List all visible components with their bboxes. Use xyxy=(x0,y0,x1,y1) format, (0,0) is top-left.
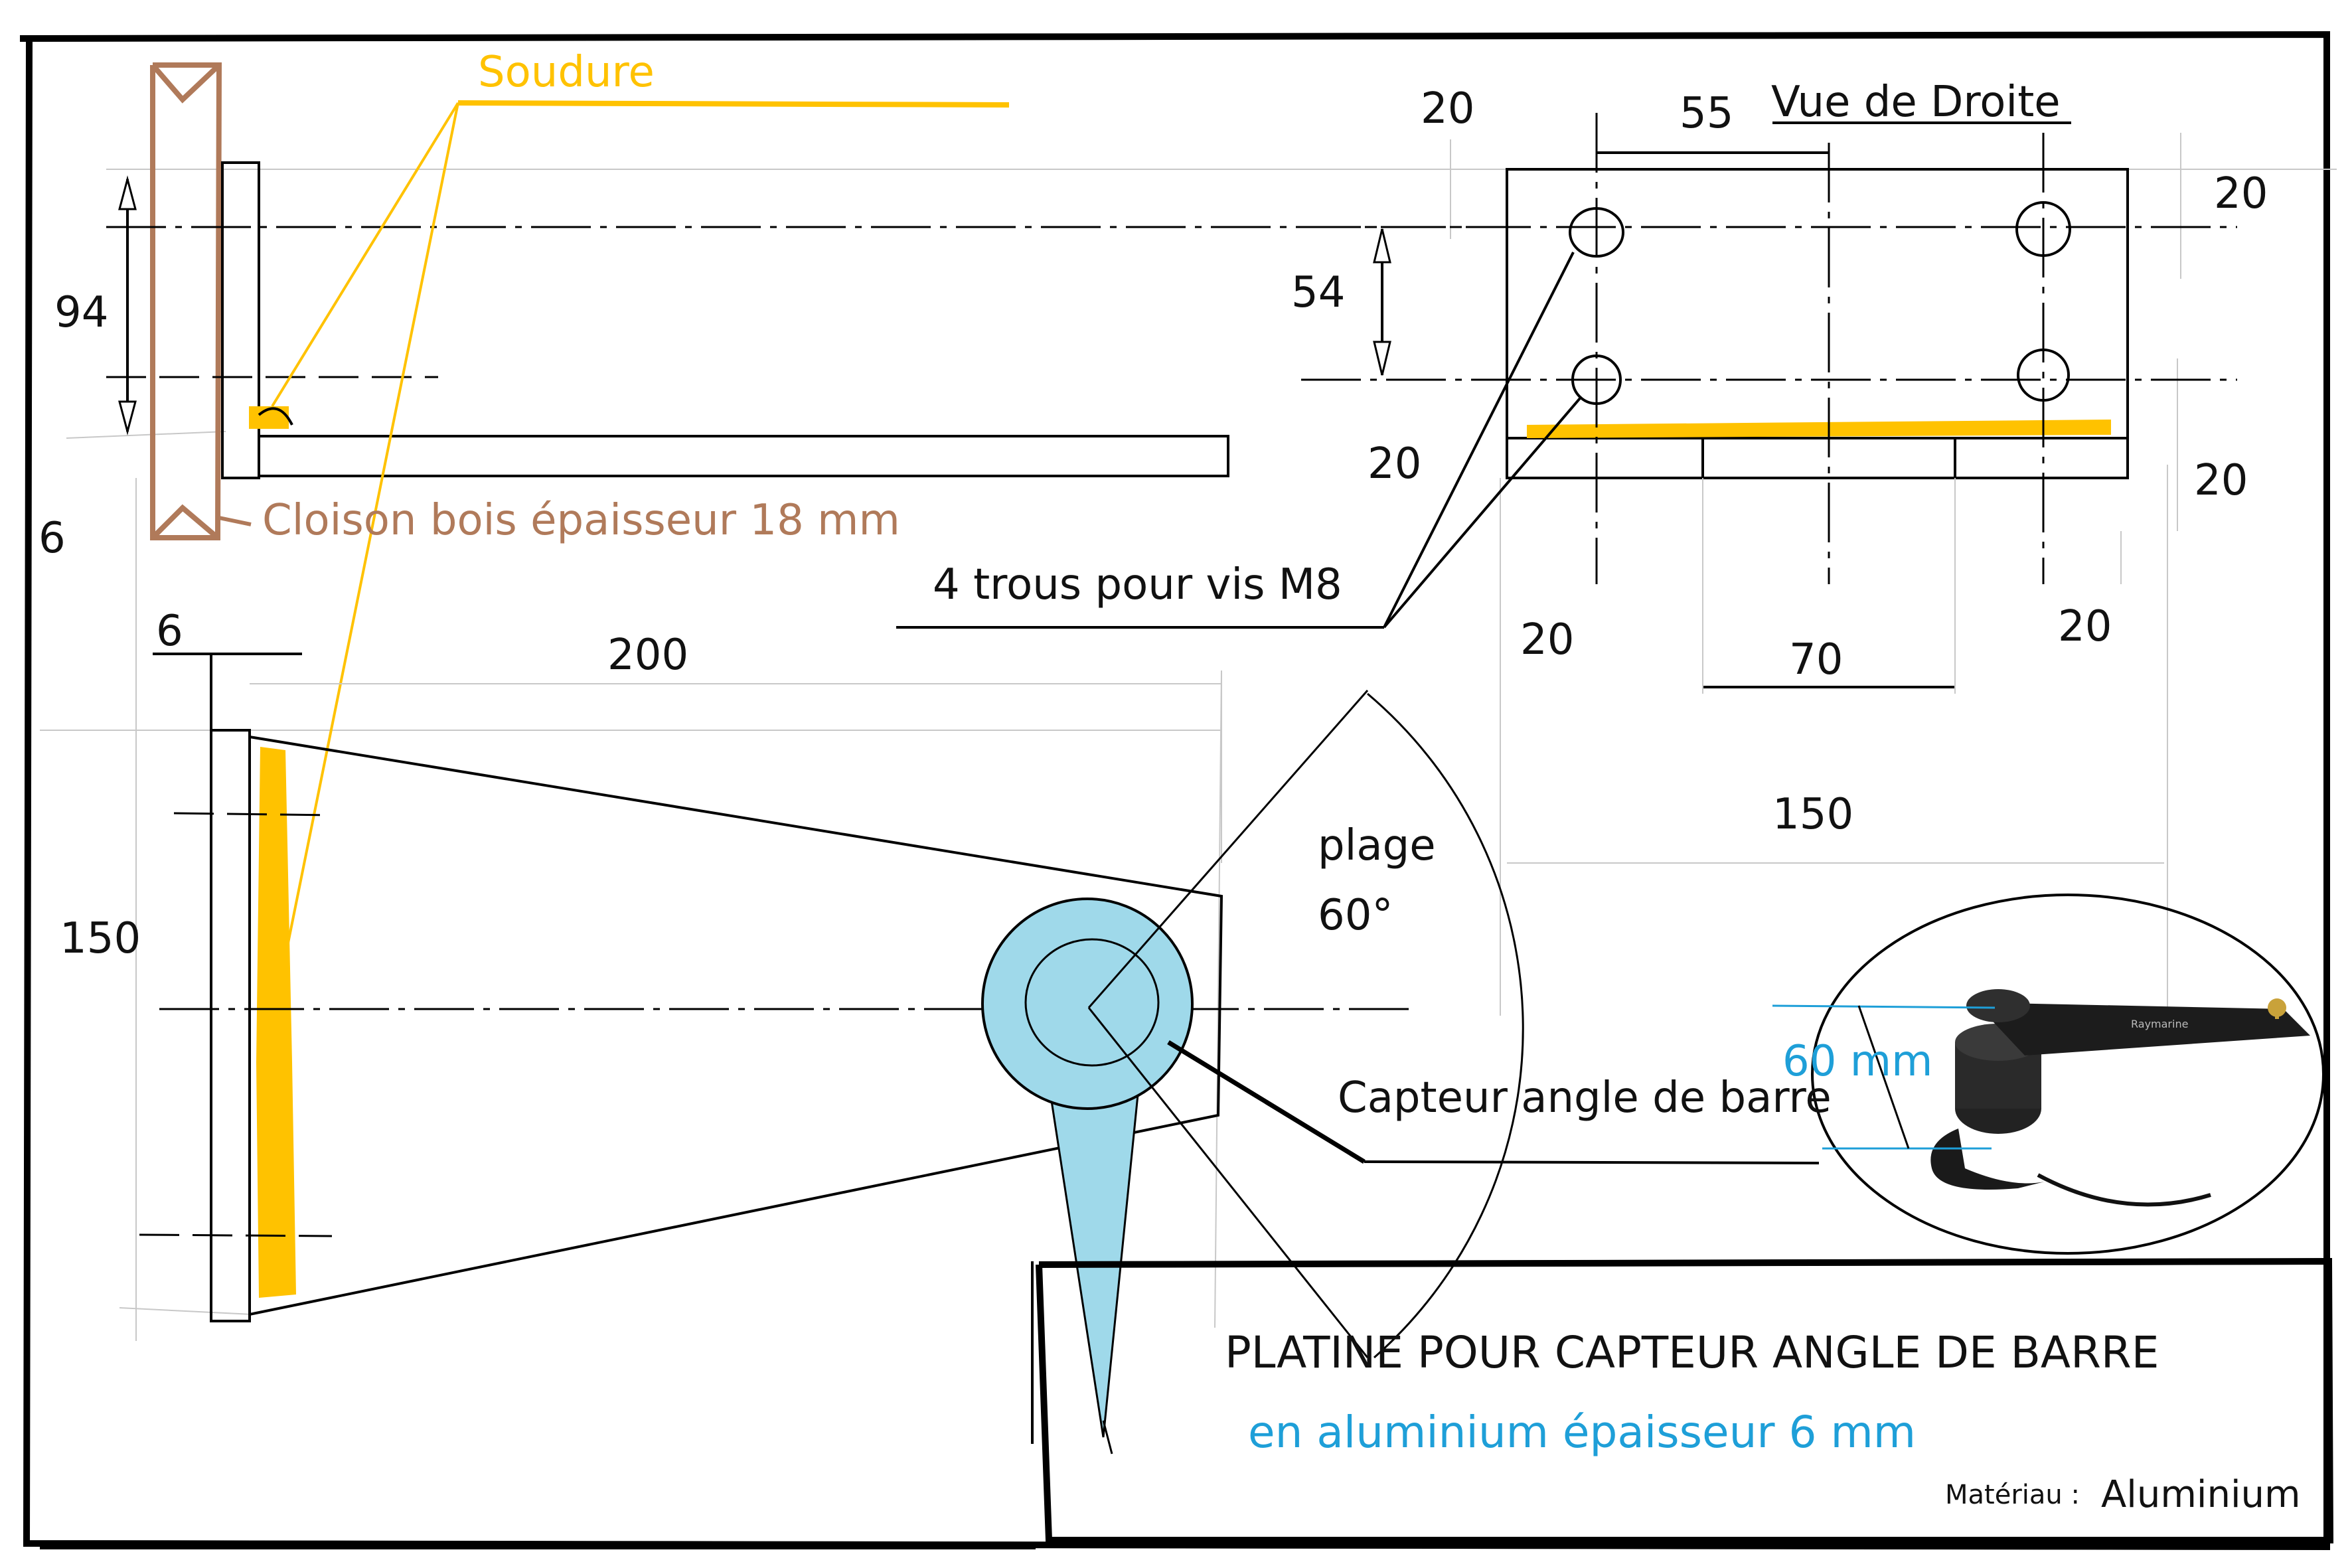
construction-lines xyxy=(40,133,2337,1341)
dim-70: 70 xyxy=(1789,635,1843,684)
weld-leaders xyxy=(271,100,1010,957)
sensor-brand: Raymarine xyxy=(2131,1018,2188,1030)
material-label: Matériau : xyxy=(1945,1480,2080,1510)
weld-line-right xyxy=(1527,420,2111,438)
title-block-text: PLATINE POUR CAPTEUR ANGLE DE BARRE en a… xyxy=(1225,1327,2301,1516)
dim-54: 54 xyxy=(1291,268,1345,317)
labels: Soudure Cloison bois épaisseur 18 mm 4 t… xyxy=(262,48,2061,1123)
bottom-flange xyxy=(1506,437,2129,479)
dim-6-left: 6 xyxy=(39,514,66,563)
sensor-photo: Raymarine xyxy=(1772,894,2325,1255)
dim-20-top-left: 20 xyxy=(1421,84,1474,133)
dim-94: 94 xyxy=(54,288,108,337)
label-soudure: Soudure xyxy=(478,48,655,97)
right-view xyxy=(1301,113,2237,694)
weld-front xyxy=(256,747,296,1298)
plate-trapezoid xyxy=(248,735,1223,1316)
hole-bottom-left xyxy=(1571,354,1622,405)
plate-arm-top xyxy=(258,435,1229,477)
hole-bottom-right xyxy=(2017,349,2070,402)
hole-top-right xyxy=(2015,201,2071,257)
label-vue-droite: Vue de Droite xyxy=(1771,78,2061,127)
dim-200: 200 xyxy=(607,631,688,680)
front-view xyxy=(139,653,1411,1322)
label-plage-angle: 60° xyxy=(1318,891,1393,940)
wood-partition xyxy=(150,62,222,540)
label-capteur: Capteur angle de barre xyxy=(1338,1073,1832,1123)
label-cloison: Cloison bois épaisseur 18 mm xyxy=(262,496,900,545)
sensor-drawing xyxy=(981,690,1524,1454)
dim-20-bot-left: 20 xyxy=(1520,615,1574,665)
top-view xyxy=(106,62,1490,540)
label-trous: 4 trous pour vis M8 xyxy=(933,560,1342,609)
label-plage: plage xyxy=(1318,821,1436,870)
title-block xyxy=(1031,1257,2334,1543)
title-main: PLATINE POUR CAPTEUR ANGLE DE BARRE xyxy=(1225,1327,2159,1378)
hole-leaders xyxy=(896,252,1581,629)
dim-20-mid-left: 20 xyxy=(1368,439,1421,489)
sensor-leader xyxy=(1167,1040,1820,1164)
dim-6-top: 6 xyxy=(156,607,183,656)
sheet-border xyxy=(19,31,2330,1551)
dim-20-top-right: 20 xyxy=(2214,169,2268,218)
sensor-inner xyxy=(1024,938,1160,1067)
dim-55: 55 xyxy=(1680,89,1733,138)
plate-vertical-front xyxy=(210,729,251,1322)
plate-vertical-top xyxy=(221,161,260,479)
sensor-photo-frame xyxy=(1811,894,2325,1255)
dimension-values: 94 6 6 200 150 20 55 20 54 20 20 20 70 2… xyxy=(39,84,2268,963)
angle-arc xyxy=(1367,692,1524,1359)
dim-20-mid-right: 20 xyxy=(2194,456,2248,505)
material-value: Aluminium xyxy=(2101,1473,2301,1516)
dim-20-bot-right: 20 xyxy=(2058,602,2112,651)
dim-150-left: 150 xyxy=(60,914,141,963)
hole-top-left xyxy=(1569,207,1624,258)
label-capteur-dim: 60 mm xyxy=(1782,1037,1932,1086)
dim-150-right: 150 xyxy=(1772,790,1853,839)
title-subtitle: en aluminium épaisseur 6 mm xyxy=(1248,1407,1916,1458)
